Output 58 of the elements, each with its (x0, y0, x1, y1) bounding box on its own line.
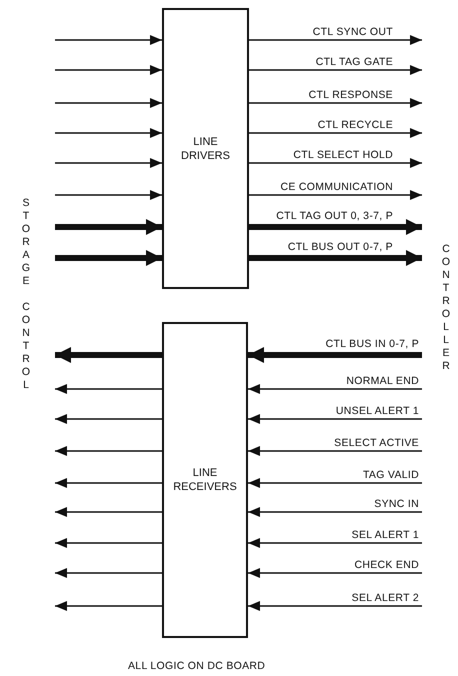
arrow (248, 507, 422, 517)
arrow (55, 478, 162, 488)
edge-label: TAG VALID (362, 469, 420, 481)
arrow (55, 601, 162, 611)
arrow (55, 65, 162, 75)
arrow (249, 219, 422, 235)
arrow (248, 414, 422, 424)
edge-label: CTL BUS IN 0-7, P (324, 338, 420, 350)
arrow (55, 446, 162, 456)
process-box (162, 322, 248, 638)
process-box (162, 8, 249, 289)
caption: ALL LOGIC ON DC BOARD (128, 660, 266, 672)
edge-label: UNSEL ALERT 1 (334, 405, 420, 417)
edge-label: CTL RECYCLE (316, 119, 394, 131)
edge-label: SEL ALERT 2 (350, 592, 420, 604)
arrow (248, 538, 422, 548)
arrow (249, 250, 422, 266)
edge-label: CTL TAG GATE (314, 56, 394, 68)
arrow (55, 538, 162, 548)
arrow (248, 384, 422, 394)
edge-label: CHECK END (353, 559, 420, 571)
arrow (249, 98, 422, 108)
arrow (55, 158, 162, 168)
arrow (55, 250, 162, 266)
edge-label: CTL TAG OUT 0, 3-7, P (275, 210, 394, 222)
arrow (55, 219, 162, 235)
edge-label: CTL SYNC OUT (312, 26, 394, 38)
arrow (248, 478, 422, 488)
arrow (55, 507, 162, 517)
arrow (248, 446, 422, 456)
arrow (55, 128, 162, 138)
box-label: LINE RECEIVERS (172, 466, 238, 494)
side-label: STORAGE CONTROL (20, 197, 32, 392)
arrow (55, 568, 162, 578)
arrow (55, 384, 162, 394)
arrow (249, 158, 422, 168)
arrow (55, 190, 162, 200)
arrow (248, 568, 422, 578)
arrow (249, 190, 422, 200)
arrow (55, 35, 162, 45)
edge-label: CE COMMUNICATION (279, 181, 394, 193)
edge-label: CTL BUS OUT 0-7, P (286, 241, 394, 253)
arrow (249, 65, 422, 75)
edge-label: SELECT ACTIVE (333, 437, 420, 449)
edge-label: NORMAL END (345, 375, 420, 387)
box-label: LINE DRIVERS (180, 134, 231, 162)
edge-label: CTL SELECT HOLD (292, 149, 394, 161)
edge-label: SEL ALERT 1 (350, 529, 420, 541)
arrow (55, 347, 162, 363)
edge-label: SYNC IN (373, 498, 420, 510)
arrow (249, 35, 422, 45)
arrow (248, 347, 422, 363)
side-label: CONTROLLER (440, 243, 452, 373)
arrow (55, 98, 162, 108)
arrow (55, 414, 162, 424)
arrow (248, 601, 422, 611)
edge-label: CTL RESPONSE (308, 89, 394, 101)
arrow (249, 128, 422, 138)
